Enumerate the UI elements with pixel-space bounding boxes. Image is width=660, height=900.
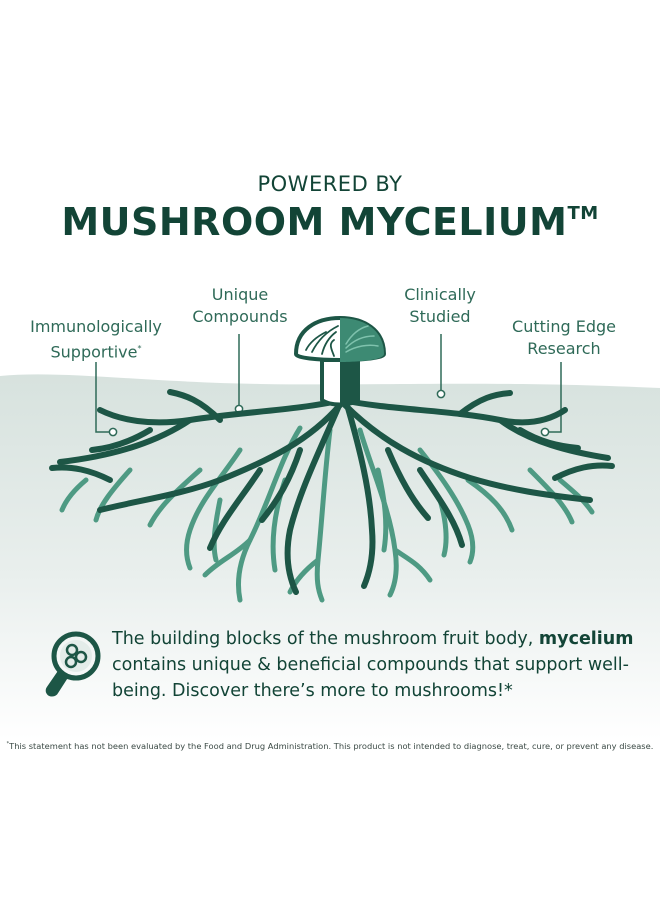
- description-line1: The building blocks of the mushroom frui…: [112, 629, 634, 649]
- mycelium-primary-roots: [49, 389, 615, 595]
- fda-disclaimer: *This statement has not been evaluated b…: [0, 741, 660, 751]
- callout-cutting-edge-research: Cutting Edge Research: [496, 316, 632, 360]
- mycelium-secondary-roots: [59, 425, 595, 603]
- mushroom-cap: [294, 316, 386, 362]
- callout-clinically-studied: Clinically Studied: [380, 284, 500, 328]
- callout-leader-dots: [108, 389, 550, 437]
- callout-line1: Clinically: [404, 285, 476, 304]
- callout-immunologically-supportive: Immunologically Supportive*: [26, 316, 166, 363]
- callout-line1: Cutting Edge: [512, 317, 616, 336]
- mushroom-stem: [320, 358, 360, 407]
- eyebrow-heading: POWERED BY: [257, 172, 403, 196]
- page-title: MUSHROOM MYCELIUMTM: [0, 200, 660, 244]
- callout-line2: Compounds: [192, 307, 288, 326]
- callout-unique-compounds: Unique Compounds: [178, 284, 302, 328]
- highlight-mycelium: mycelium: [538, 629, 634, 649]
- page-title-text: MUSHROOM MYCELIUM: [61, 200, 568, 244]
- callout-line2: Studied: [409, 307, 471, 326]
- trademark-mark: TM: [567, 203, 599, 225]
- magnifier-molecule-icon: [45, 631, 101, 697]
- mycelium-description: The building blocks of the mushroom frui…: [112, 626, 652, 704]
- callout-leader-lines: [95, 334, 562, 433]
- callout-line2: Supportive*: [50, 342, 142, 362]
- callout-line2: Research: [527, 339, 601, 358]
- description-line3: being. Discover there’s more to mushroom…: [112, 681, 513, 701]
- callout-line1: Unique: [211, 285, 269, 304]
- disclaimer-mark: *: [6, 741, 10, 748]
- callout-line1: Immunologically: [30, 317, 162, 336]
- disclaimer-text: This statement has not been evaluated by…: [9, 741, 654, 751]
- description-line2: contains unique & beneficial compounds t…: [112, 655, 629, 675]
